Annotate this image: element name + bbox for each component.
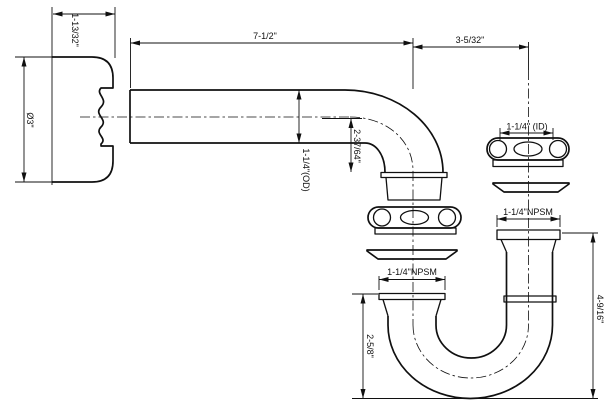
- elbow: [344, 89, 448, 201]
- nut-ear-left: [372, 208, 392, 227]
- dim-outlet-thread: 1-1/4"NPSM: [496, 207, 561, 227]
- nut-skirt: [492, 159, 564, 168]
- escutcheon-profile: [51, 7, 114, 185]
- dim-tube-od: 1-1/4"(OD): [296, 90, 311, 192]
- nut-ear-left: [488, 139, 508, 159]
- nut-opening: [399, 209, 430, 226]
- dim-outlet-height: 4-9/16": [352, 232, 605, 399]
- escutcheon-outline: [52, 56, 114, 183]
- inlet-flange: [378, 292, 446, 301]
- label-inlet-thread: 1-1/4"NPSM: [387, 267, 437, 277]
- outlet-flange: [496, 229, 561, 241]
- dim-inlet-depth: 2-5/8": [352, 293, 378, 399]
- label-waste-arm-length: 7-1/2": [253, 31, 277, 41]
- slip-washer-left: [366, 249, 458, 260]
- washer-outline: [492, 182, 570, 193]
- elbow-outer-curve: [344, 89, 444, 173]
- ubend-centerline: [412, 324, 529, 379]
- j-bend: [378, 229, 561, 400]
- nut-body: [486, 137, 570, 161]
- dim-waste-arm-length: 7-1/2": [130, 31, 414, 89]
- elbow-outlet-hub: [385, 177, 443, 201]
- elbow-centerline: [349, 116, 414, 172]
- label-outlet-offset: 3-5/32": [456, 35, 485, 45]
- outlet-hub-right: [551, 239, 557, 253]
- slip-nut-right: [486, 137, 570, 168]
- nut-opening: [513, 141, 543, 157]
- dim-escutcheon-depth: 1-13/32": [53, 7, 116, 58]
- dim-slip-nut-id: 1-1/4" (ID): [499, 122, 554, 140]
- slip-washer-right: [492, 182, 570, 193]
- ubend-outer-curve: [387, 324, 554, 400]
- dim-escutcheon-diameter: Ø3": [15, 56, 52, 183]
- inlet-hub-left: [382, 299, 389, 317]
- right-arm-bead: [503, 295, 557, 303]
- label-tube-od: 1-1/4"(OD): [301, 148, 311, 191]
- nut-ear-right: [437, 208, 457, 227]
- dim-inlet-thread: 1-1/4"NPSM: [378, 267, 446, 290]
- dim-elbow-drop: 2-37/64": [322, 118, 362, 172]
- nut-skirt: [374, 227, 457, 235]
- slip-nut-left: [367, 206, 462, 235]
- label-outlet-thread: 1-1/4"NPSM: [503, 207, 553, 217]
- label-escutcheon-diameter: Ø3": [25, 112, 35, 127]
- label-slip-nut-id: 1-1/4" (ID): [506, 122, 547, 132]
- waste-arm-tube: [129, 89, 365, 144]
- ubend-inner-curve: [435, 324, 508, 359]
- label-inlet-depth: 2-5/8": [365, 334, 375, 358]
- label-escutcheon-depth: 1-13/32": [70, 13, 80, 47]
- elbow-outlet-flange: [380, 171, 448, 179]
- dim-outlet-offset: 3-5/32": [413, 35, 529, 70]
- nut-ear-right: [548, 139, 568, 159]
- elbow-inner-curve: [364, 142, 386, 173]
- label-outlet-height: 4-9/16": [595, 295, 605, 324]
- washer-outline: [366, 249, 458, 260]
- label-elbow-drop: 2-37/64": [352, 129, 362, 163]
- centerlines: [80, 70, 529, 379]
- outlet-hub-left: [500, 239, 508, 253]
- inlet-hub-right: [435, 299, 442, 317]
